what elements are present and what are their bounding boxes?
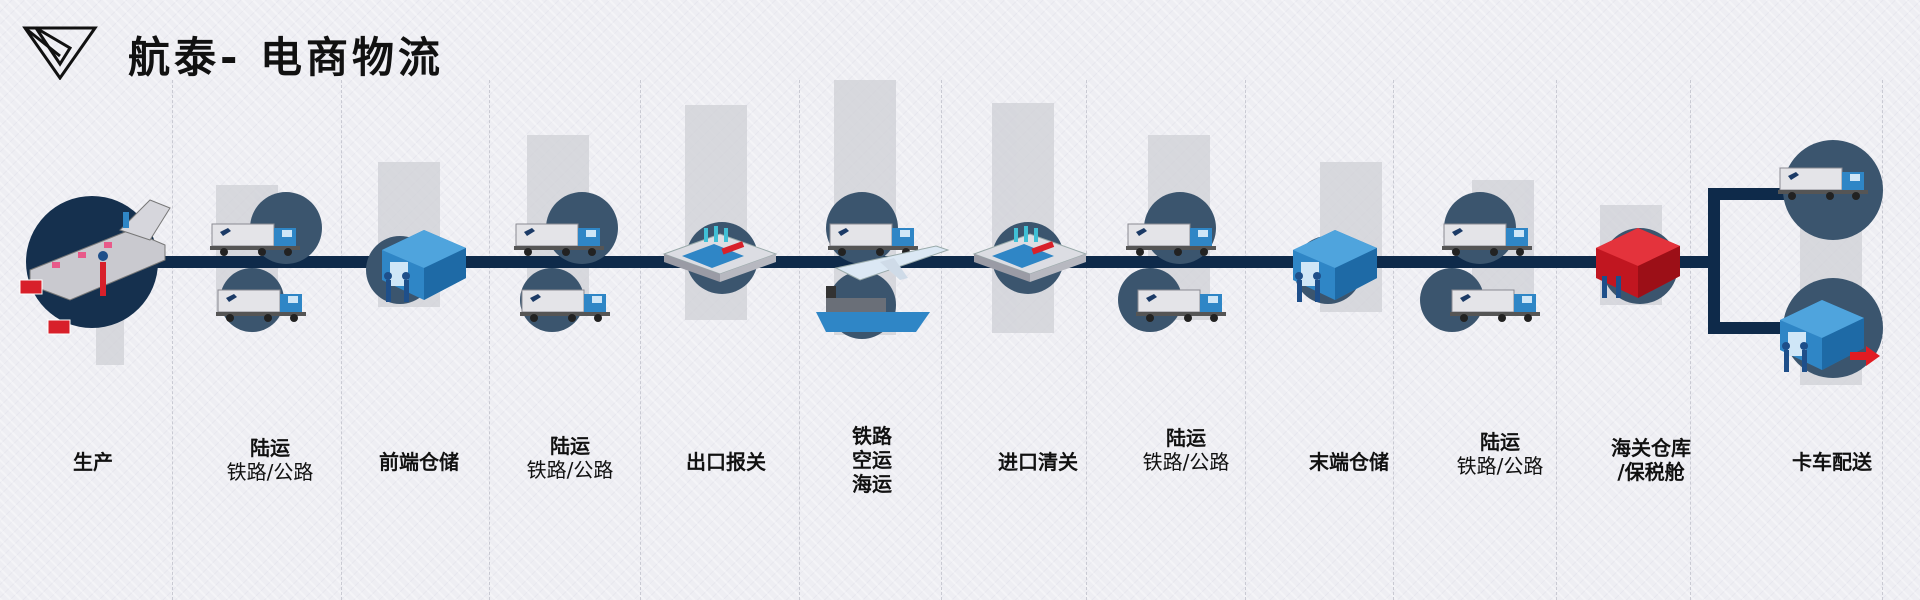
- production-line-icon: [19, 199, 171, 335]
- stage-label-end-warehouse: 末端仓储: [1274, 450, 1424, 474]
- stage-label-front-warehouse: 前端仓储: [344, 450, 494, 474]
- stage-label-bonded: 海关仓库 /保税舱: [1576, 436, 1726, 484]
- column-divider: [1882, 80, 1883, 600]
- stage-label-line: 出口报关: [686, 450, 766, 474]
- plane-ship-icon: [816, 223, 950, 332]
- bonded-warehouse-icon: [1596, 228, 1680, 298]
- column-divider: [172, 80, 173, 600]
- stage-label-line: 铁路/公路: [1142, 450, 1230, 474]
- stage-label-truck-delivery: 卡车配送: [1757, 450, 1907, 474]
- column-divider: [640, 80, 641, 600]
- background-bars: [96, 80, 1862, 385]
- stage-label-line: 铁路/公路: [226, 460, 314, 484]
- column-divider: [941, 80, 942, 600]
- stage-label-land-1: 陆运 铁路/公路: [195, 436, 345, 484]
- port-icon: [973, 225, 1087, 283]
- column-divider: [799, 80, 800, 600]
- column-divider: [1393, 80, 1394, 600]
- stage-label-land-3: 陆运 铁路/公路: [1111, 426, 1261, 474]
- stage-label-import-clearance: 进口清关: [963, 450, 1113, 474]
- stage-label-line: 陆运: [550, 434, 590, 458]
- stage-label-line: 空运: [852, 448, 892, 472]
- stage-label-line: 铁路/公路: [1456, 454, 1544, 478]
- stage-label-line: 陆运: [250, 436, 290, 460]
- truck-icon: [1449, 289, 1541, 323]
- column-divider: [341, 80, 342, 600]
- stage-label-line: 海运: [852, 472, 892, 496]
- column-divider: [1086, 80, 1087, 600]
- stage-label-line: 末端仓储: [1309, 450, 1389, 474]
- stage-label-export-customs: 出口报关: [651, 450, 801, 474]
- arrow-icon: [1850, 346, 1880, 366]
- column-divider: [1245, 80, 1246, 600]
- stage-label-line: 生产: [73, 450, 113, 474]
- stage-label-line: 铁路: [852, 424, 892, 448]
- stage-label-line: 陆运: [1480, 430, 1520, 454]
- triangle-logo-icon: [22, 26, 98, 80]
- stage-label-production: 生产: [18, 450, 168, 474]
- stage-label-land-4: 陆运 铁路/公路: [1425, 430, 1575, 478]
- column-divider: [1556, 80, 1557, 600]
- stage-label-land-2: 陆运 铁路/公路: [495, 434, 645, 482]
- page-title: 航泰- 电商物流: [128, 33, 445, 82]
- column-divider: [1690, 80, 1691, 600]
- port-icon: [663, 225, 777, 283]
- stage-label-line: /保税舱: [1617, 460, 1685, 484]
- stage-label-line: 铁路/公路: [526, 458, 614, 482]
- stage-label-line: 陆运: [1166, 426, 1206, 450]
- column-divider: [489, 80, 490, 600]
- stage-label-line: 卡车配送: [1792, 450, 1872, 474]
- stage-label-line: 海关仓库: [1611, 436, 1691, 460]
- stage-label-multimodal: 铁路 空运 海运: [797, 424, 947, 496]
- stage-label-line: 前端仓储: [379, 450, 459, 474]
- stage-label-line: 进口清关: [998, 450, 1078, 474]
